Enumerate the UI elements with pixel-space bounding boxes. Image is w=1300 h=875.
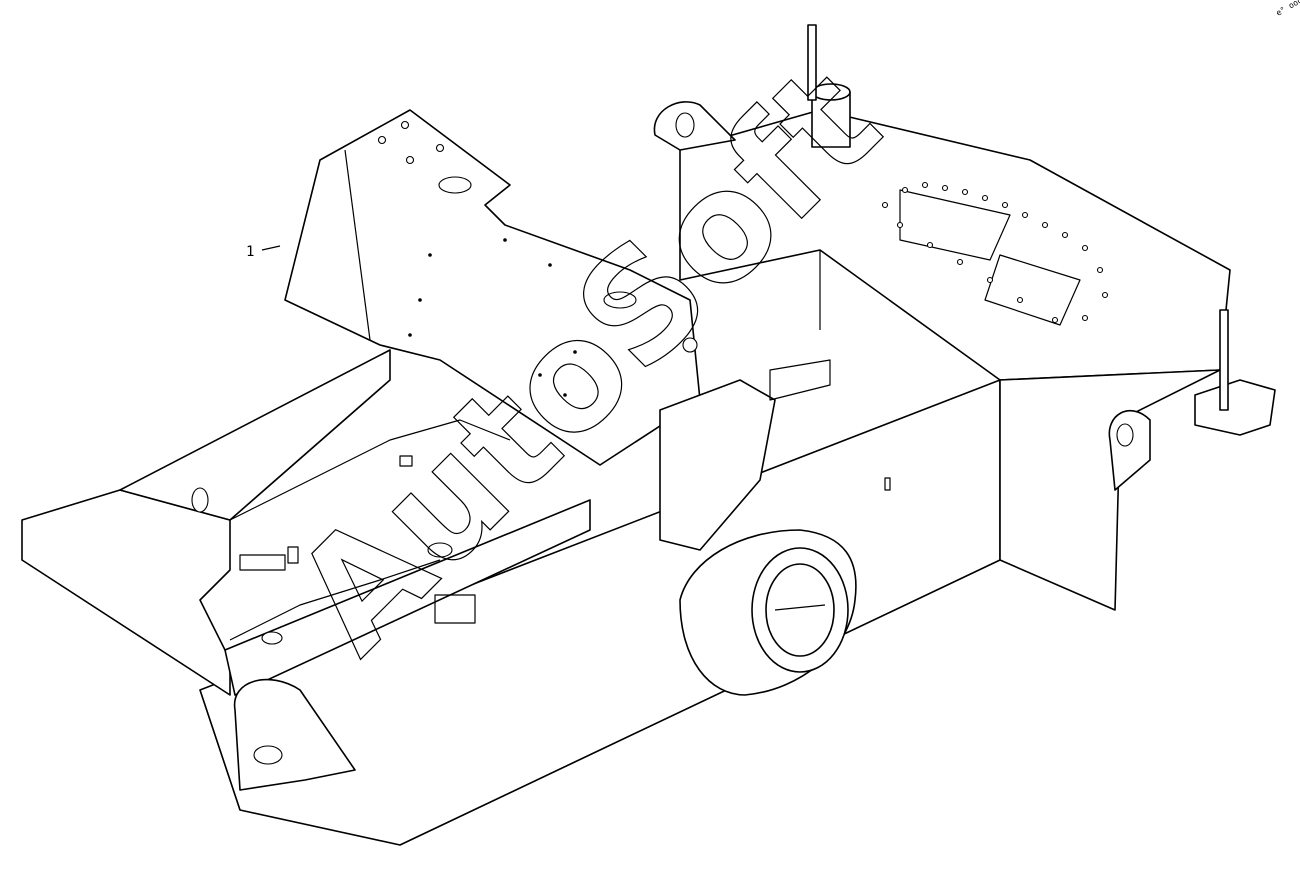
frame-main-body xyxy=(199,379,1001,846)
rear-bolt-pattern xyxy=(881,181,1109,324)
lifting-eye-left xyxy=(653,101,736,151)
side-slots xyxy=(239,455,891,624)
slewing-ring xyxy=(679,529,857,696)
center-arm xyxy=(659,359,831,551)
exhaust-pipe xyxy=(807,24,851,148)
callout-1-label: 1 xyxy=(246,244,254,260)
plate-holes xyxy=(377,120,698,397)
rear-mount-bracket xyxy=(1194,309,1276,436)
callout-1: 1 xyxy=(246,244,281,260)
front-plate xyxy=(284,109,701,466)
front-bumper xyxy=(21,349,591,696)
lower-lifting-bracket xyxy=(233,678,356,791)
lifting-eye-right xyxy=(1108,409,1151,491)
interior-cavity xyxy=(191,419,511,645)
corner-mark: e° ooo xyxy=(1275,0,1300,18)
